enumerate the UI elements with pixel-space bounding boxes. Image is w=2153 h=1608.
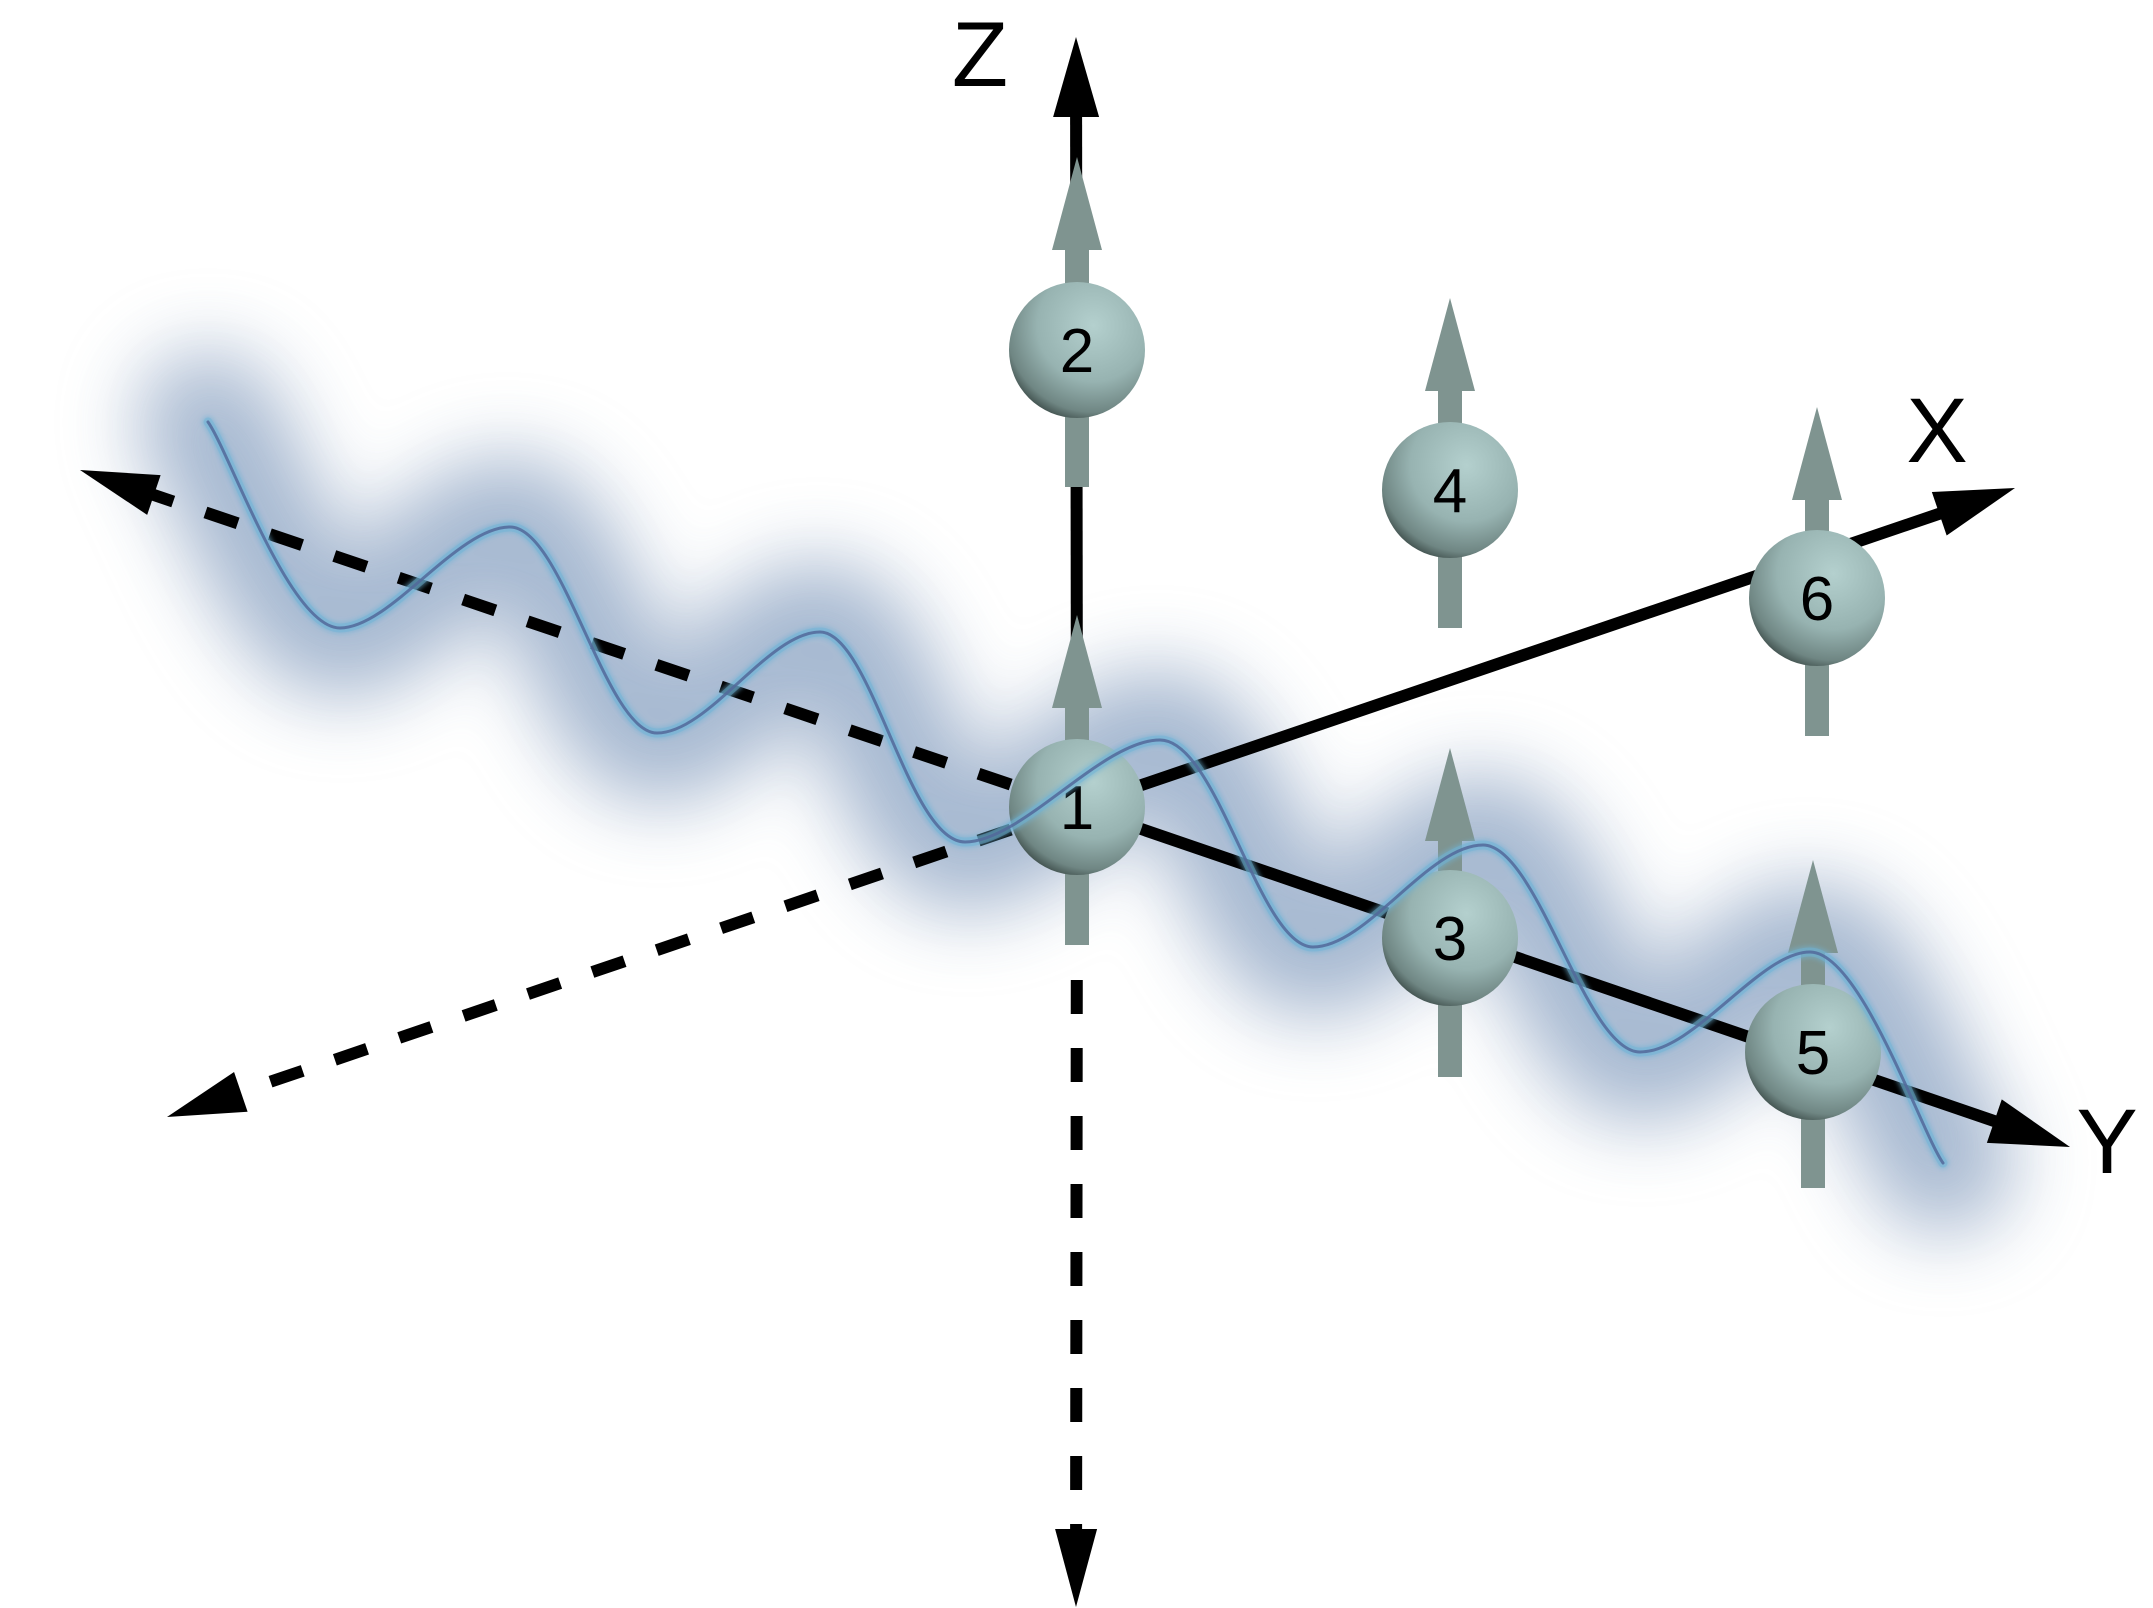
negative-axes-dashed [80, 470, 1098, 1607]
spin-sites: 1 2 3 4 5 6 [1009, 157, 1885, 1188]
axis-label-x: X [1906, 380, 1967, 482]
sphere-icon [1745, 984, 1881, 1120]
sphere-icon [1382, 422, 1518, 558]
sphere-icon [1009, 282, 1145, 418]
spin-site-1: 1 [1009, 615, 1145, 945]
negative-x-arrowhead-icon [167, 1071, 248, 1117]
sphere-icon [1749, 530, 1885, 666]
z-arrowhead-icon [1053, 37, 1100, 118]
negative-z-arrowhead-icon [1055, 1528, 1098, 1607]
axis-label-z: Z [952, 4, 1008, 106]
axis-label-y: Y [2076, 1091, 2137, 1193]
sphere-icon [1382, 870, 1518, 1006]
y-arrowhead-icon [1986, 1099, 2070, 1147]
wave-line [202, 416, 1949, 1169]
negative-x-axis [167, 823, 1013, 1117]
negative-y-axis [80, 470, 1013, 791]
spin-site-6: 6 [1749, 407, 1885, 736]
sphere-icon [1009, 739, 1145, 875]
x-arrowhead-icon [1931, 488, 2015, 536]
negative-y-arrowhead-icon [80, 470, 161, 515]
spin-site-4: 4 [1382, 298, 1518, 628]
site-number-label: 6 [1800, 565, 1834, 634]
positive-x-axis [1075, 488, 2015, 813]
spin-site-3: 3 [1382, 748, 1518, 1077]
site-number-label: 5 [1796, 1019, 1830, 1088]
site-number-label: 2 [1060, 317, 1094, 386]
site-number-label: 3 [1433, 905, 1467, 974]
spin-site-2: 2 [1009, 157, 1145, 487]
site-number-label: 4 [1433, 457, 1467, 526]
negative-z-axis [1055, 979, 1098, 1607]
spin-site-5: 5 [1745, 860, 1881, 1188]
axis-labels: X Y Z [952, 4, 2138, 1193]
